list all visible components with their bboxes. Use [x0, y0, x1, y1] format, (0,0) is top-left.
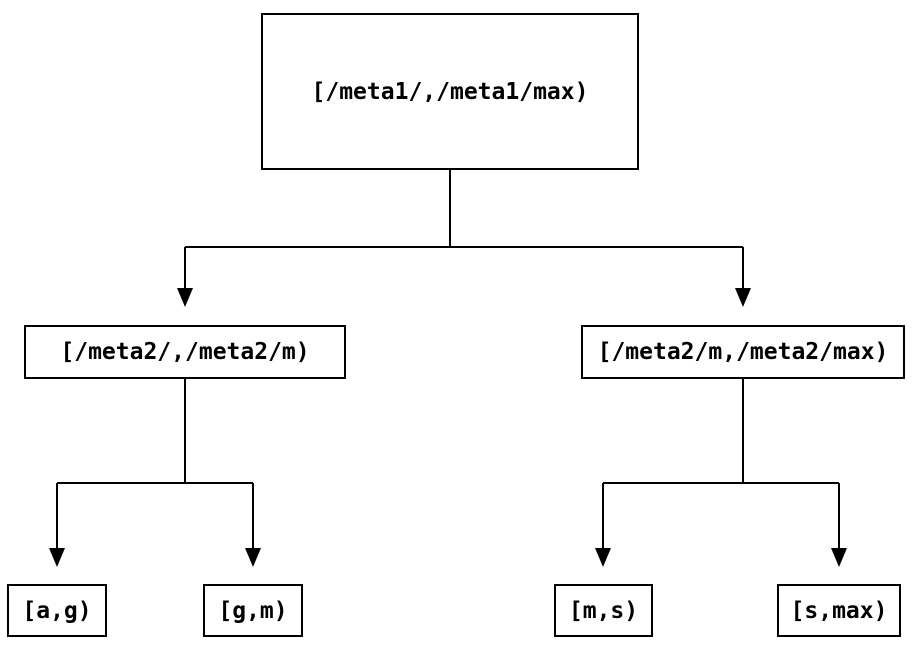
node-left-child-label: [/meta2/,/meta2/m) [60, 339, 310, 365]
node-leaf-ag: [a,g) [7, 584, 107, 637]
node-leaf-ms: [m,s) [554, 584, 653, 637]
arrowhead-icon [595, 548, 611, 567]
node-leaf-ag-label: [a,g) [22, 597, 92, 624]
node-leaf-ms-label: [m,s) [568, 597, 639, 624]
node-right-child-label: [/meta2/m,/meta2/max) [597, 339, 889, 365]
arrowhead-icon [735, 288, 751, 307]
node-right-child: [/meta2/m,/meta2/max) [581, 325, 905, 379]
arrowhead-icon [177, 288, 193, 307]
node-root: [/meta1/,/meta1/max) [261, 13, 639, 170]
node-left-child: [/meta2/,/meta2/m) [24, 325, 346, 379]
node-root-label: [/meta1/,/meta1/max) [311, 78, 589, 105]
arrowhead-icon [831, 548, 847, 567]
node-leaf-smax: [s,max) [777, 584, 901, 637]
arrowhead-icon [49, 548, 65, 567]
node-leaf-gm: [g,m) [203, 584, 303, 637]
node-leaf-gm-label: [g,m) [218, 597, 288, 624]
node-leaf-smax-label: [s,max) [790, 597, 888, 624]
arrowhead-icon [245, 548, 261, 567]
